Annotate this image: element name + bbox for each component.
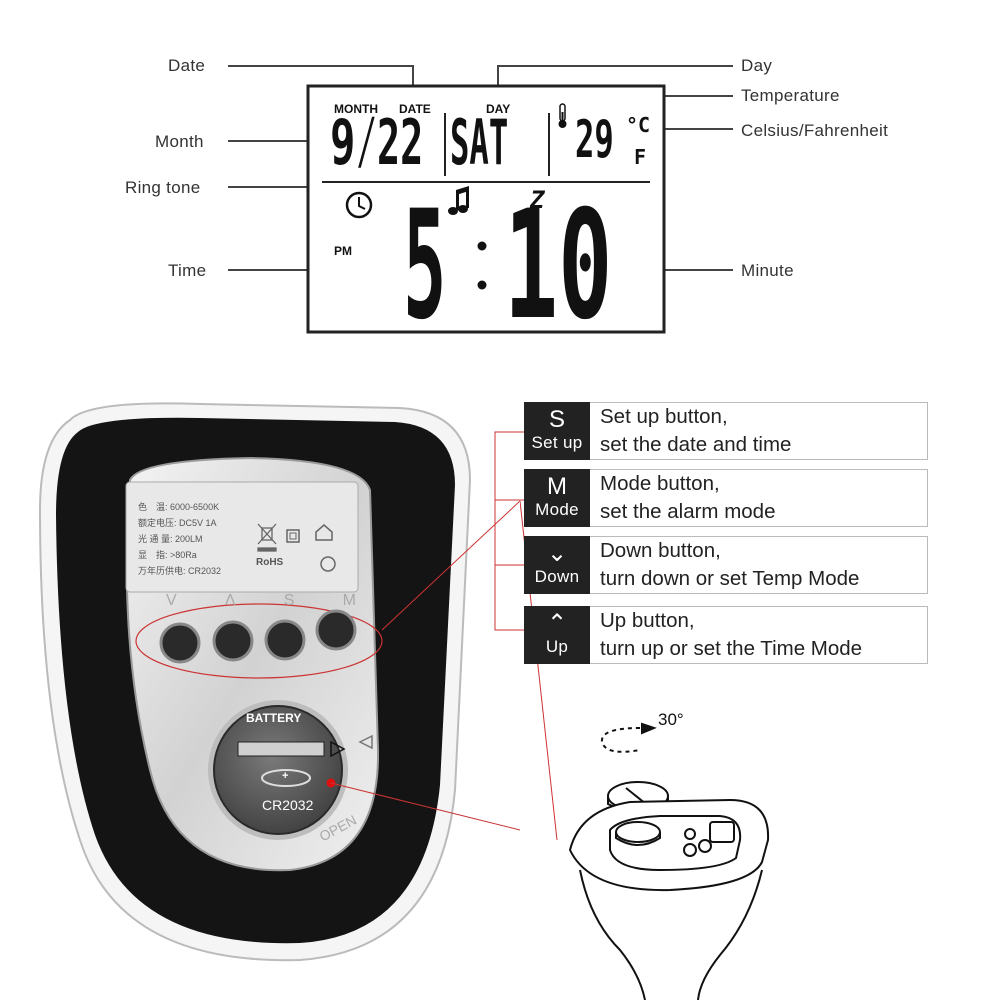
callout-day: Day xyxy=(741,56,773,75)
spec-list: 色 温: 6000-6500K 额定电压: DC5V 1A 光 通 量: 200… xyxy=(138,500,268,577)
mode-key-label: Mode xyxy=(535,500,579,519)
device-buttons xyxy=(159,609,357,664)
spec-row-3: 显 指: >80Ra xyxy=(138,548,268,561)
spec-name: 显 指: xyxy=(138,550,168,560)
spec-name: 光 通 量: xyxy=(138,534,173,544)
lcd-hour: 5 xyxy=(403,179,447,353)
lcd-month-digit: 9 xyxy=(330,106,356,179)
battery-model: CR2032 xyxy=(262,797,314,813)
lcd-label-day: DAY xyxy=(486,102,511,116)
button-letter-mode: M xyxy=(342,592,356,609)
button-row-setup: S Set up Set up button, set the date and… xyxy=(524,402,928,460)
mode-desc-line1: Mode button, xyxy=(600,472,720,495)
callout-date: Date xyxy=(168,56,206,75)
button-row-mode: M Mode Mode button, set the alarm mode xyxy=(524,469,928,527)
setup-key: S Set up xyxy=(524,402,590,460)
callout-time: Time xyxy=(168,261,207,280)
double-insulation-icon xyxy=(286,529,300,543)
battery-label: BATTERY xyxy=(246,711,302,725)
down-key: ⌄ Down xyxy=(524,536,590,594)
music-note-icon xyxy=(448,186,469,215)
spec-name: 色 温: xyxy=(138,502,168,512)
up-desc-line1: Up button, xyxy=(600,609,695,632)
indoor-use-icon xyxy=(315,524,333,541)
callout-ring-tone: Ring tone xyxy=(125,178,201,197)
recycle-icon xyxy=(320,556,336,572)
spec-name: 额定电压: xyxy=(138,518,177,528)
spec-row-0: 色 温: 6000-6500K xyxy=(138,500,268,513)
up-key-label: Up xyxy=(545,637,569,656)
spec-name: 万年历供电: xyxy=(138,566,186,576)
thermometer-icon xyxy=(558,103,567,128)
spec-value: DC5V 1A xyxy=(179,518,217,528)
callout-minute: Minute xyxy=(741,261,794,280)
lcd-day-text: SAT xyxy=(450,106,509,179)
weee-bin-icon xyxy=(257,523,277,552)
lcd-label-date: DATE xyxy=(399,102,431,116)
down-description: Down button, turn down or set Temp Mode xyxy=(590,536,928,594)
lcd-date-digits: 22 xyxy=(377,106,424,179)
setup-key-letter: S xyxy=(548,406,565,433)
spec-row-2: 光 通 量: 200LM xyxy=(138,532,268,545)
lcd-frame xyxy=(306,84,666,334)
lcd-snooze-indicator: Z xyxy=(530,186,545,214)
spec-row-4: 万年历供电: CR2032 xyxy=(138,564,268,577)
callout-temperature: Temperature xyxy=(741,86,840,105)
rotation-angle-label: 30° xyxy=(658,710,684,729)
chevron-up-icon: ⌃ xyxy=(546,610,568,637)
mode-key-letter: M xyxy=(547,473,567,500)
product-line-drawing xyxy=(568,722,770,1000)
spec-value: CR2032 xyxy=(188,566,222,576)
button-letter-row: V Λ S M xyxy=(166,592,356,610)
up-description: Up button, turn up or set the Time Mode xyxy=(590,606,928,664)
mode-key: M Mode xyxy=(524,469,590,527)
setup-description: Set up button, set the date and time xyxy=(590,402,928,460)
rohs-mark: RoHS xyxy=(256,557,284,568)
device-illustration xyxy=(38,402,520,962)
button-letter-up: Λ xyxy=(224,592,236,609)
down-desc-line2: turn down or set Temp Mode xyxy=(600,567,860,590)
button-letter-down: V xyxy=(166,592,177,609)
mode-desc-line2: set the alarm mode xyxy=(600,500,776,523)
spec-value: 200LM xyxy=(175,534,203,544)
lcd-minutes: 10 xyxy=(504,179,613,353)
time-colon-top xyxy=(477,241,487,251)
callout-month: Month xyxy=(155,132,204,151)
lcd-leader-lines xyxy=(228,65,733,334)
lcd-pm-indicator: PM xyxy=(334,244,352,258)
button-letter-set: S xyxy=(283,592,295,609)
lcd-label-month: MONTH xyxy=(334,102,378,116)
setup-key-label: Set up xyxy=(531,433,583,452)
lcd-unit-fahrenheit: F xyxy=(634,145,647,169)
down-desc-line1: Down button, xyxy=(600,539,721,562)
spec-value: >80Ra xyxy=(170,550,197,560)
button-row-down: ⌄ Down Down button, turn down or set Tem… xyxy=(524,536,928,594)
up-desc-line2: turn up or set the Time Mode xyxy=(600,637,863,660)
spec-row-1: 额定电压: DC5V 1A xyxy=(138,516,268,529)
table-bracket xyxy=(494,431,524,631)
button-row-up: ⌃ Up Up button, turn up or set the Time … xyxy=(524,606,928,664)
setup-desc-line2: set the date and time xyxy=(600,433,792,456)
setup-desc-line1: Set up button, xyxy=(600,405,728,428)
battery-plus: + xyxy=(282,770,289,782)
down-key-label: Down xyxy=(534,567,580,586)
time-colon-bottom xyxy=(477,280,487,290)
clock-icon xyxy=(345,191,373,219)
chevron-down-icon: ⌄ xyxy=(546,540,568,567)
callout-celsius-fahrenheit: Celsius/Fahrenheit xyxy=(741,121,889,140)
mode-description: Mode button, set the alarm mode xyxy=(590,469,928,527)
lcd-temperature: 29 xyxy=(575,110,614,170)
up-key: ⌃ Up xyxy=(524,606,590,664)
spec-value: 6000-6500K xyxy=(170,502,220,512)
lcd-unit-celsius: °C xyxy=(626,113,651,137)
